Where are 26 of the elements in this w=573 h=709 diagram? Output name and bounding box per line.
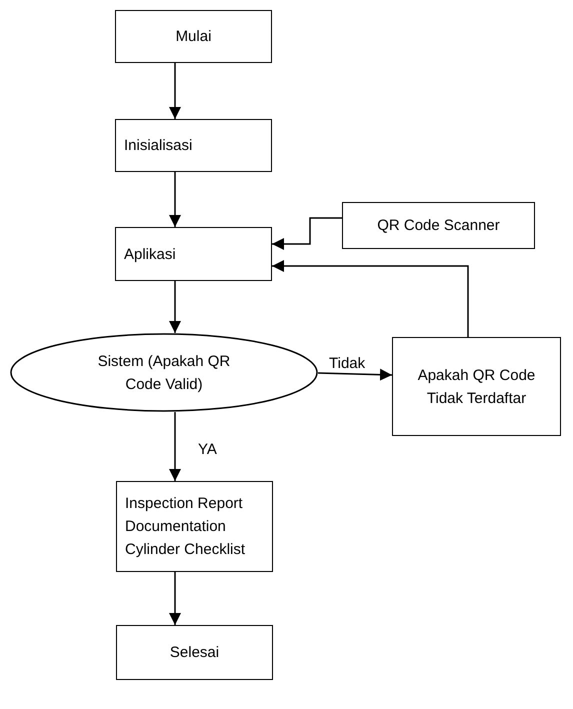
node-text: Selesai xyxy=(168,643,220,663)
process-box xyxy=(392,337,561,436)
node-text: Inspection Report Documentation Cylinder Checklist xyxy=(124,494,246,560)
node-text: Inisialisasi xyxy=(123,136,194,156)
arrow xyxy=(169,412,181,481)
arrow xyxy=(318,368,392,381)
node-text: Sistem (Apakah QR Code Valid) xyxy=(96,352,232,394)
arrow xyxy=(169,281,181,333)
process-box xyxy=(116,481,273,572)
edge-label: YA xyxy=(196,442,219,457)
node-text: Mulai xyxy=(174,27,212,47)
process-box xyxy=(115,119,272,172)
node-text: Aplikasi xyxy=(123,244,177,264)
edge-label: Tidak xyxy=(327,356,368,371)
process-box xyxy=(115,227,272,281)
arrow xyxy=(169,63,181,119)
arrow xyxy=(169,172,181,227)
process-box xyxy=(342,202,535,249)
node-text: QR Code Scanner xyxy=(376,216,501,236)
arrow xyxy=(272,217,342,250)
arrow xyxy=(169,572,181,625)
arrow xyxy=(272,260,469,337)
node-text: Apakah QR Code Tidak Terdaftar xyxy=(416,366,536,408)
process-box xyxy=(116,625,273,680)
decision-ellipse xyxy=(10,333,318,412)
process-box xyxy=(115,10,272,63)
